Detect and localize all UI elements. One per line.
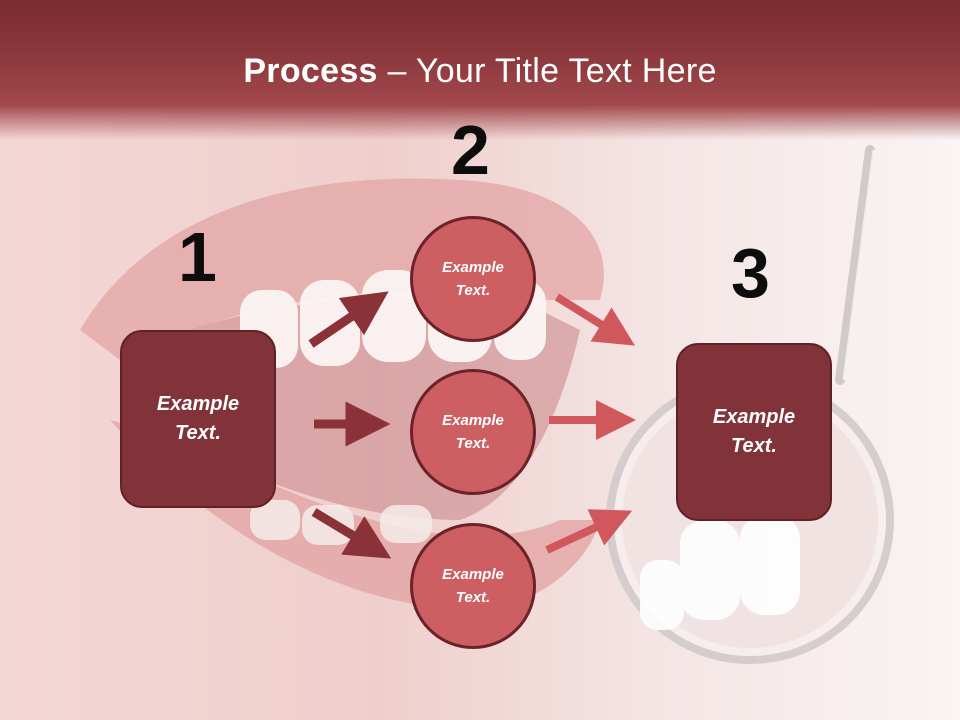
circle-middle-line-2: Text. <box>455 435 491 452</box>
step-number-3: 3 <box>731 234 770 312</box>
slide-title: Process – Your Title Text Here <box>0 52 960 91</box>
circle-top-line-2: Text. <box>455 282 491 299</box>
step-3-text-line-1: Example <box>712 406 796 428</box>
arrow-2-to-3-top <box>554 293 635 346</box>
arrow-1-to-2-top <box>308 291 389 348</box>
step-1-text-line-1: Example <box>156 393 240 415</box>
circle-bottom-line-2: Text. <box>455 589 491 606</box>
step-1-text-line-2: Text. <box>175 422 221 444</box>
arrow-1-to-2-bottom <box>311 508 392 559</box>
step-number-1: 1 <box>178 218 217 296</box>
title-rest: – Your Title Text Here <box>377 52 717 90</box>
circle-middle-line-1: Example <box>442 412 504 429</box>
circle-top-line-1: Example <box>442 259 504 276</box>
step-number-2: 2 <box>451 111 490 189</box>
circle-bottom-line-1: Example <box>442 566 504 583</box>
title-bold: Process <box>243 52 378 90</box>
step-3-text-line-2: Text. <box>731 435 777 457</box>
title-bar <box>0 0 960 140</box>
arrow-2-to-3-bottom <box>545 509 633 554</box>
